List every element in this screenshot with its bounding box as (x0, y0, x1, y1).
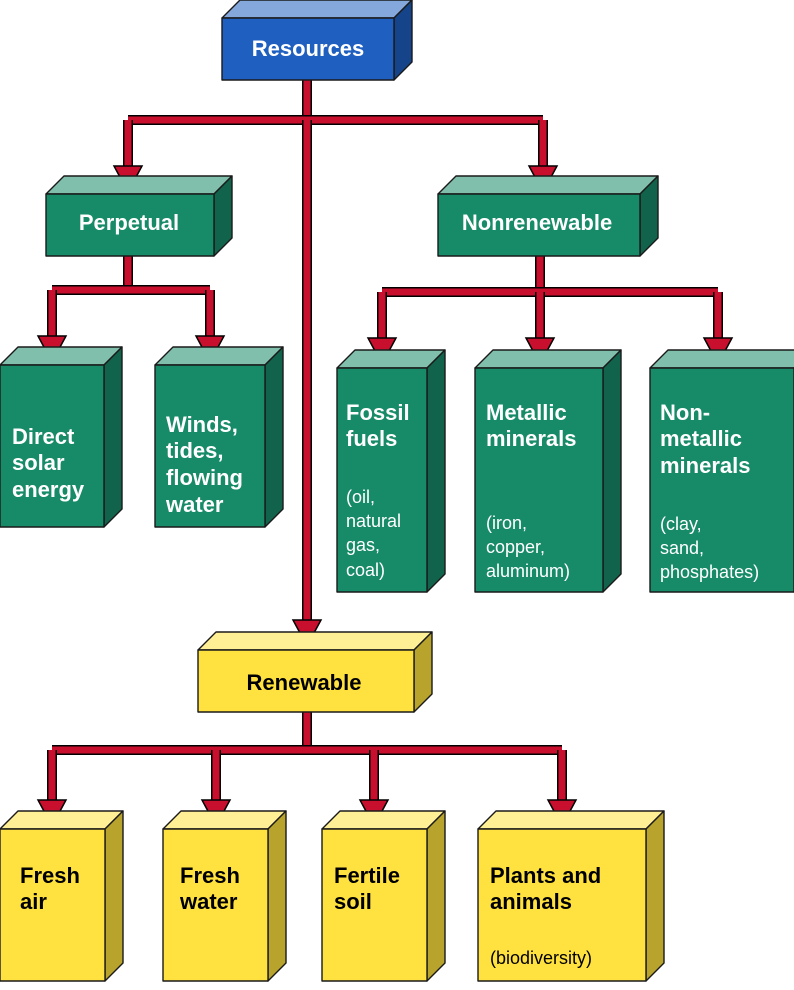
direct-solar-top-face (0, 346, 123, 366)
winds-side-face (264, 346, 284, 528)
connectors (36, 80, 734, 828)
fresh-water-side-face (267, 810, 287, 982)
winds-top-face (154, 346, 284, 366)
node-winds-label: Winds, tides, flowing water (166, 392, 266, 538)
nonmetallic-front-face (649, 367, 794, 593)
node-perpetual (45, 175, 233, 257)
node-fossil (336, 349, 446, 593)
node-perpetual-label: Perpetual (46, 210, 212, 237)
node-plants-label: Plants and animals (biodiversity) (490, 843, 650, 990)
fossil-front-face (336, 367, 428, 593)
plants-sub: (biodiversity) (490, 947, 593, 968)
fresh-air-top-face (0, 810, 124, 830)
node-renewable (197, 631, 433, 713)
node-winds (154, 346, 284, 528)
nonmetallic-top-face (649, 349, 794, 369)
winds-front-face (154, 364, 266, 528)
fertile-soil-title: Fertile soil (334, 862, 401, 915)
nonrenewable-top-face (437, 175, 659, 195)
renewable-front-face (197, 649, 415, 713)
nonrenewable-title: Nonrenewable (461, 210, 613, 235)
resources-title: Resources (251, 36, 365, 61)
winds-title: Winds, tides, flowing water (166, 411, 243, 517)
node-fossil-label: Fossil fuels (oil, natural gas, coal) (346, 380, 426, 601)
metallic-top-face (474, 349, 622, 369)
direct-solar-title: Direct solar energy (12, 423, 85, 503)
node-fresh-water (162, 810, 287, 982)
perpetual-top-face (45, 175, 233, 195)
node-fresh-air-label: Fresh air (20, 843, 110, 936)
fertile-soil-front-face (321, 828, 428, 982)
node-nonmetallic (649, 349, 794, 593)
fossil-sub: (oil, natural gas, coal) (346, 486, 402, 580)
node-fresh-air (0, 810, 124, 982)
fresh-air-title: Fresh air (20, 862, 80, 915)
node-metallic (474, 349, 622, 593)
renewable-top-face (197, 631, 433, 651)
node-direct-solar (0, 346, 123, 528)
metallic-sub: (iron, copper, aluminum) (486, 512, 571, 582)
node-nonrenewable (437, 175, 659, 257)
node-resources (221, 0, 413, 81)
nonmetallic-title: Non- metallic minerals (660, 399, 751, 479)
nonrenewable-front-face (437, 193, 641, 257)
node-resources-label: Resources (222, 36, 394, 63)
node-direct-solar-label: Direct solar energy (12, 404, 122, 524)
fresh-air-front-face (0, 828, 106, 982)
node-nonmetallic-label: Non- metallic minerals (clay, sand, phos… (660, 380, 790, 604)
metallic-side-face (602, 349, 622, 593)
metallic-front-face (474, 367, 604, 593)
nonmetallic-sub: (clay, sand, phosphates) (660, 513, 760, 583)
fertile-soil-side-face (426, 810, 446, 982)
direct-solar-front-face (0, 364, 105, 528)
resources-top-face (221, 0, 413, 19)
plants-top-face (477, 810, 665, 830)
node-plants (477, 810, 665, 982)
renewable-title: Renewable (246, 670, 362, 695)
plants-title: Plants and animals (490, 862, 602, 915)
plants-front-face (477, 828, 647, 982)
perpetual-title: Perpetual (78, 210, 180, 235)
metallic-title: Metallic minerals (486, 399, 577, 452)
fossil-side-face (426, 349, 446, 593)
node-nonrenewable-label: Nonrenewable (438, 210, 636, 237)
node-fertile-soil (321, 810, 446, 982)
fresh-water-title: Fresh water (180, 862, 240, 915)
node-fertile-soil-label: Fertile soil (334, 843, 424, 936)
resources-front-face (221, 17, 395, 81)
fresh-water-front-face (162, 828, 269, 982)
perpetual-front-face (45, 193, 215, 257)
fresh-water-top-face (162, 810, 287, 830)
fertile-soil-top-face (321, 810, 446, 830)
node-renewable-label: Renewable (198, 670, 410, 697)
fossil-title: Fossil fuels (346, 399, 410, 452)
node-metallic-label: Metallic minerals (iron, copper, aluminu… (486, 380, 604, 603)
node-fresh-water-label: Fresh water (180, 843, 270, 936)
